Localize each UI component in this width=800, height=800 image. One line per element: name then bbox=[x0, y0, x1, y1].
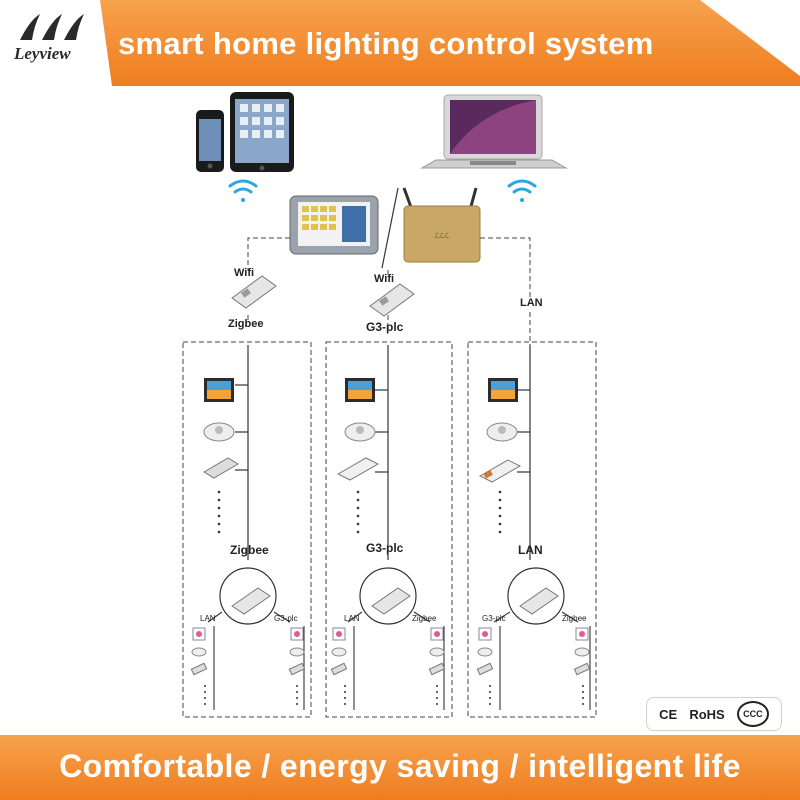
driver-icon bbox=[203, 457, 239, 479]
smartphone-icon bbox=[196, 110, 224, 172]
zone-2-left-branch: LAN bbox=[344, 614, 360, 623]
gateway-label-zigbee: Zigbee bbox=[228, 318, 264, 330]
sensor-icon bbox=[203, 422, 235, 442]
zone-3-protocol: LAN bbox=[518, 543, 543, 557]
zone-gateway-icon bbox=[219, 567, 277, 625]
zone-1-protocol: Zigbee bbox=[230, 543, 269, 557]
tablet-icon bbox=[230, 92, 294, 172]
zone-2-devices bbox=[336, 378, 380, 481]
zone-3-left-branch: G3-plc bbox=[482, 614, 506, 623]
footer-tagline: Comfortable / energy saving / intelligen… bbox=[59, 748, 741, 784]
gateway-label-wifi-left: Wifi bbox=[234, 267, 255, 279]
wifi-signal-icon bbox=[507, 179, 537, 202]
zone-2-right-branch: Zigbee bbox=[412, 614, 437, 623]
router-icon: ℒℒℒ bbox=[402, 187, 481, 263]
wifi-signal-icon bbox=[228, 179, 258, 202]
touch-panel-icon bbox=[289, 195, 379, 255]
zone-gateway-icon bbox=[507, 567, 565, 625]
svg-text:ℒℒℒ: ℒℒℒ bbox=[434, 232, 449, 240]
zone-boxes bbox=[182, 341, 597, 718]
header: Leyview smart home lighting control syst… bbox=[0, 0, 800, 86]
zone-1-right-branch: G3-plc bbox=[274, 614, 298, 623]
laptop-icon bbox=[420, 94, 568, 169]
driver-icon bbox=[336, 457, 380, 481]
zone-3-right-branch: Zigbee bbox=[562, 614, 587, 623]
gateway-label-g3plc: G3-plc bbox=[366, 320, 404, 334]
gateway-label-lan: LAN bbox=[518, 297, 545, 309]
sub-devices bbox=[190, 627, 591, 676]
gateway-module-icon bbox=[231, 275, 277, 309]
zone-2-protocol: G3-plc bbox=[366, 541, 404, 555]
wall-panel-icon bbox=[204, 378, 234, 402]
sensor-icon bbox=[486, 422, 518, 442]
logo-text: Leyview bbox=[14, 44, 71, 63]
gateway-label-wifi-middle: Wifi bbox=[374, 273, 395, 285]
driver-icon bbox=[478, 459, 522, 483]
certification-badge: CE RoHS CCC bbox=[646, 697, 782, 731]
ce-mark: CE bbox=[659, 706, 678, 722]
wall-panel-icon bbox=[488, 378, 518, 402]
footer-banner bbox=[0, 735, 800, 800]
zone-3-devices bbox=[478, 378, 522, 483]
zone-1-devices bbox=[203, 378, 239, 479]
zone-1-left-branch: LAN bbox=[200, 614, 216, 623]
rohs-mark: RoHS bbox=[689, 706, 725, 722]
logo-icon bbox=[20, 14, 84, 40]
gateway-module-icon bbox=[369, 283, 415, 317]
header-banner bbox=[20, 0, 800, 86]
sensor-icon bbox=[344, 422, 376, 442]
page-title: smart home lighting control system bbox=[118, 26, 654, 61]
zone-gateway-icon bbox=[359, 567, 417, 625]
wall-panel-icon bbox=[345, 378, 375, 402]
ccc-mark: CCC bbox=[736, 701, 769, 727]
